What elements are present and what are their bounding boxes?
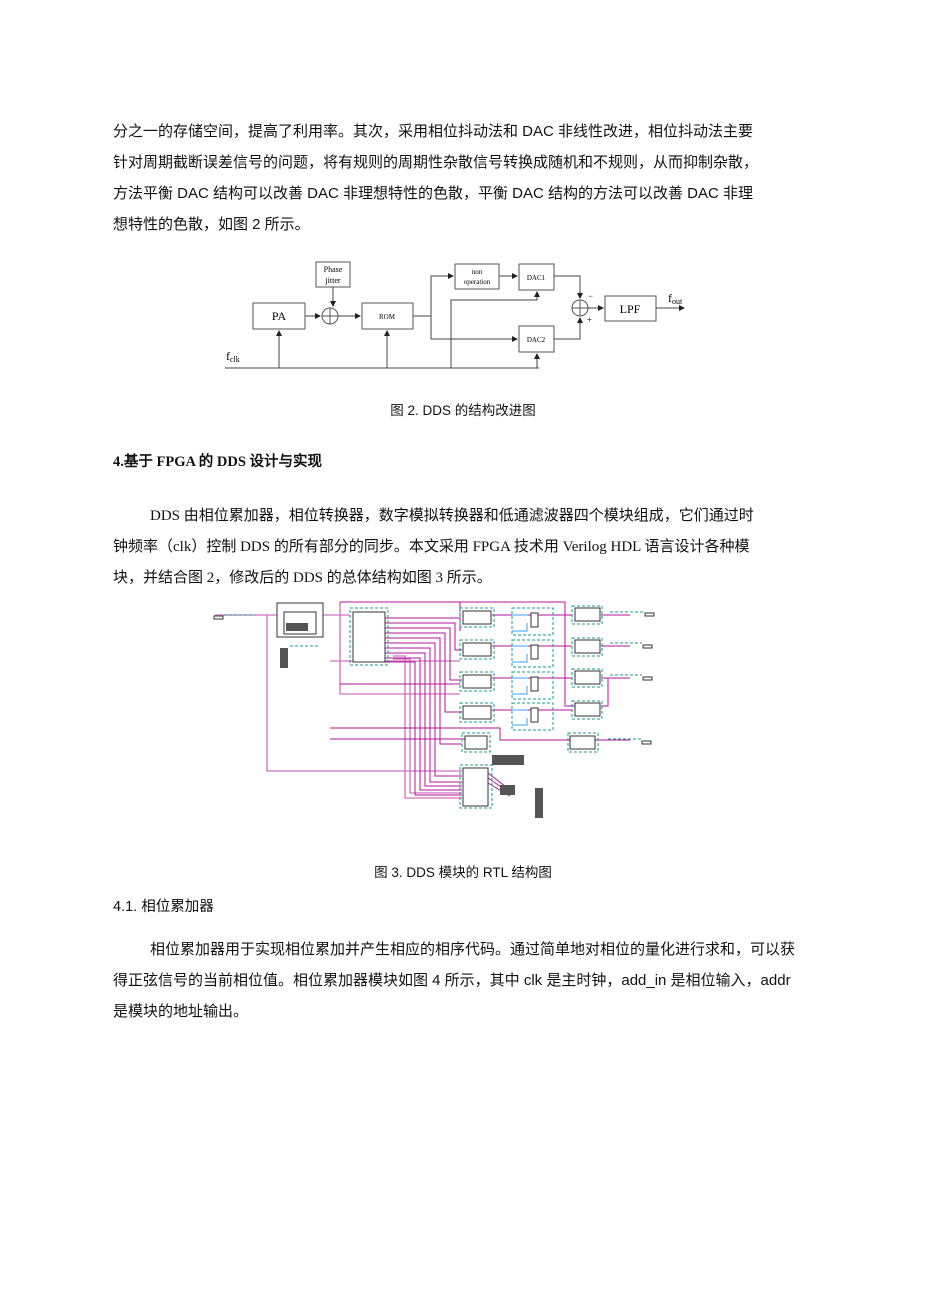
pa-label: PA (272, 309, 287, 323)
non-operation-label: operation (464, 278, 491, 286)
phase-jitter-label: jitter (324, 276, 340, 285)
minus-sign: − (588, 291, 593, 301)
text-line: 针对周期截断误差信号的问题，将有规则的周期性杂散信号转换成随机和不规则，从而抑制… (113, 154, 759, 171)
text-line: 想特性的色散，如图 2 所示。 (113, 216, 310, 233)
text-line: 分之一的存储空间，提高了利用率。其次，采用相位抖动法和 DAC 非线性改进，相位… (113, 123, 754, 140)
text-line: 钟频率（clk）控制 DDS 的所有部分的同步。本文采用 FPGA 技术用 Ve… (113, 539, 750, 555)
text-line: 相位累加器用于实现相位累加并产生相应的相序代码。通过简单地对相位的量化进行求和，… (150, 941, 796, 958)
figure3-caption: 图 3. DDS 模块的 RTL 结构图 (374, 865, 552, 880)
dac2-label: DAC2 (527, 336, 546, 344)
text-line: DDS 由相位累加器，相位转换器，数字模拟转换器和低通滤波器四个模块组成，它们通… (150, 508, 754, 524)
figure2-caption: 图 2. DDS 的结构改进图 (390, 403, 536, 418)
section4-heading: 4.基于 FPGA 的 DDS 设计与实现 (113, 454, 323, 470)
fclk-label: fclk (226, 349, 240, 364)
section41-heading: 4.1. 相位累加器 (113, 899, 214, 915)
text-line: 块，并结合图 2，修改后的 DDS 的总体结构如图 3 所示。 (113, 570, 492, 586)
text-line: 得正弦信号的当前相位值。相位累加器模块如图 4 所示，其中 clk 是主时钟，a… (113, 972, 791, 989)
non-operation-label: non (472, 268, 483, 276)
plus-sign: + (587, 315, 592, 325)
phase-jitter-label: Phase (324, 265, 343, 274)
figure3-rtl-schematic (213, 601, 655, 818)
fout-label: fout (668, 291, 683, 306)
dac1-block (518, 263, 555, 291)
lpf-label: LPF (620, 302, 641, 316)
dac1-label: DAC1 (527, 274, 546, 282)
rom-label: ROM (379, 313, 396, 321)
text-line: 方法平衡 DAC 结构可以改善 DAC 非理想特性的色散，平衡 DAC 结构的方… (113, 185, 754, 202)
text-line: 是模块的地址输出。 (113, 1003, 249, 1020)
figure2-block-diagram: PA Phase jitter ROM non operation DAC1 D… (225, 261, 685, 369)
